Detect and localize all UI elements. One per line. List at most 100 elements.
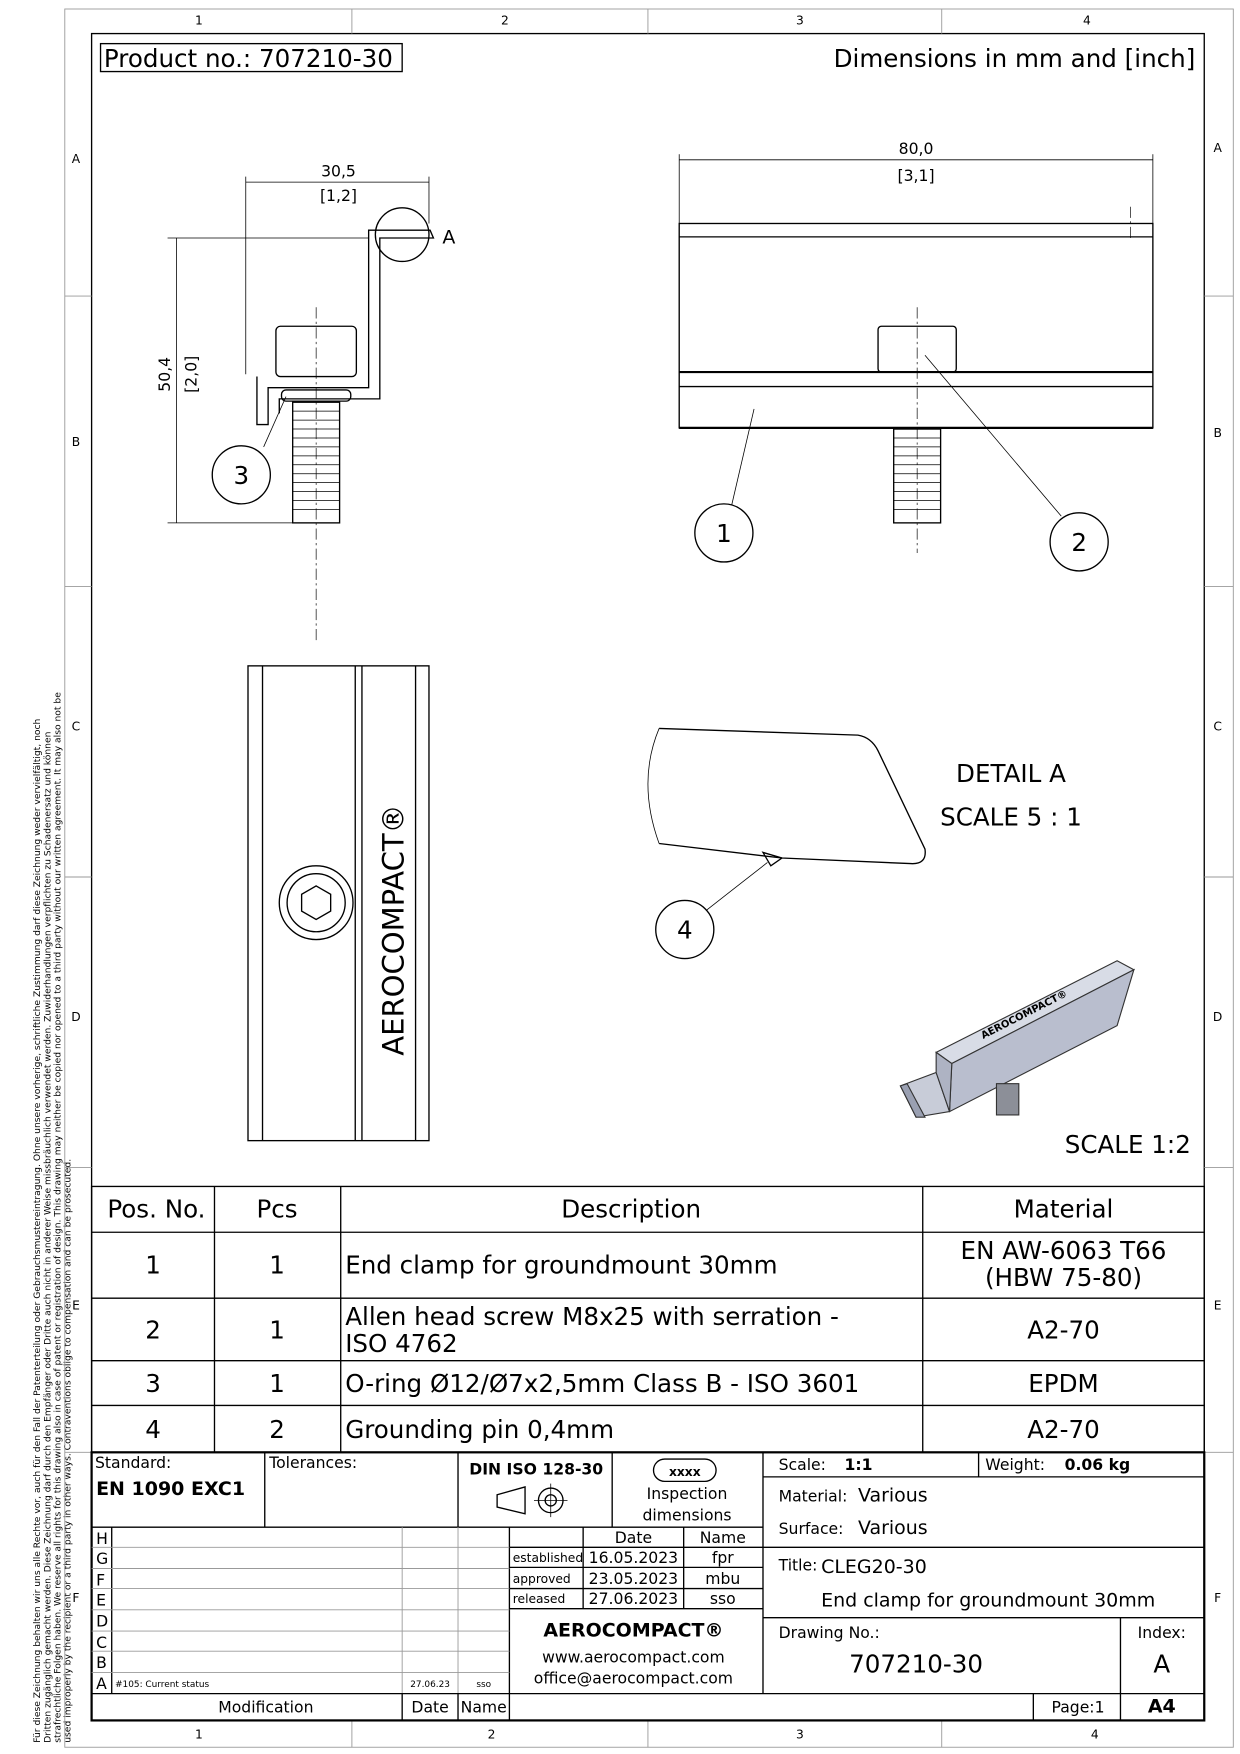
top-view: AEROCOMPACT® bbox=[247, 665, 430, 1142]
aerocompact-logo: AEROCOMPACT® bbox=[376, 804, 410, 1055]
approval-label: established bbox=[513, 1551, 583, 1565]
desc-cell: Allen head screw M8x25 with serration - bbox=[345, 1302, 839, 1331]
drawing-no-value: 707210-30 bbox=[849, 1649, 983, 1678]
legal-line: Dritten zugänglich gemacht werden. Diese… bbox=[42, 731, 53, 1742]
revision-letter: B bbox=[96, 1653, 107, 1672]
zone-row-label: E bbox=[72, 1298, 80, 1312]
material-label: Material: bbox=[779, 1486, 848, 1505]
pcs-cell: 1 bbox=[269, 1369, 285, 1398]
material-cell: EPDM bbox=[1028, 1369, 1098, 1398]
revision-letter: A bbox=[96, 1674, 107, 1693]
parts-table: Pos. No. Pcs Description Material 1 1 En… bbox=[90, 1185, 1205, 1453]
desc-cell: Grounding pin 0,4mm bbox=[345, 1415, 614, 1444]
revision-name: sso bbox=[476, 1680, 491, 1690]
length-mm: 80,0 bbox=[899, 139, 934, 158]
detail-a-view: 4 DETAIL A SCALE 5 : 1 bbox=[647, 727, 1082, 960]
material-cell: A2-70 bbox=[1027, 1415, 1100, 1444]
zone-row-label: A bbox=[1213, 141, 1222, 155]
balloon-1 bbox=[694, 503, 754, 563]
drawing-subtitle: End clamp for groundmount 30mm bbox=[821, 1589, 1155, 1611]
pos-cell: 1 bbox=[145, 1251, 161, 1280]
balloon-number: 1 bbox=[716, 519, 732, 548]
balloon-number: 4 bbox=[677, 915, 693, 944]
approval-name: sso bbox=[710, 1589, 736, 1608]
balloon-number: 3 bbox=[233, 461, 249, 490]
width-inch: [1,2] bbox=[320, 186, 357, 205]
zone-row-label: B bbox=[72, 435, 80, 449]
detail-title: DETAIL A bbox=[956, 759, 1066, 788]
length-inch: [3,1] bbox=[898, 166, 935, 185]
outer-frame bbox=[64, 8, 1234, 1748]
sheet-format: A4 bbox=[1148, 1696, 1176, 1718]
zone-col-label: 4 bbox=[1091, 1727, 1099, 1741]
zone-col-label: 2 bbox=[488, 1727, 496, 1741]
pos-cell: 4 bbox=[145, 1415, 161, 1444]
material-cell: A2-70 bbox=[1027, 1315, 1100, 1344]
revision-letter: H bbox=[96, 1529, 108, 1548]
zone-col-label: 1 bbox=[195, 1727, 203, 1741]
material-value: Various bbox=[858, 1484, 928, 1506]
legal-line: strafrechtliche Folgen haben. We reserve… bbox=[52, 692, 63, 1743]
clamp-top bbox=[247, 665, 430, 1142]
approval-name: fpr bbox=[712, 1548, 734, 1567]
zone-col-label: 1 bbox=[195, 14, 203, 28]
standard-value: EN 1090 EXC1 bbox=[96, 1478, 245, 1500]
detail-circle bbox=[374, 207, 430, 263]
inspection-badge bbox=[652, 1458, 717, 1483]
zone-row-label: A bbox=[72, 152, 81, 166]
projection-symbol-icon bbox=[496, 1483, 568, 1518]
weight-label: Weight: bbox=[985, 1455, 1045, 1474]
zone-row-label: F bbox=[72, 1591, 79, 1605]
date-label: Date bbox=[411, 1698, 448, 1717]
revision-letter: F bbox=[96, 1570, 105, 1589]
zone-dividers bbox=[64, 8, 1234, 1748]
title-label: Title: bbox=[778, 1556, 818, 1575]
company-email[interactable]: office@aerocompact.com bbox=[534, 1669, 733, 1688]
zone-row-label: D bbox=[71, 1010, 80, 1024]
front-view: 80,0 [3,1] 1 2 bbox=[678, 139, 1154, 572]
zone-labels: 1 2 3 4 1 2 3 4 A B C D E F A B C D E F bbox=[71, 14, 1222, 1742]
table-header: Material bbox=[1014, 1195, 1114, 1224]
din-standard: DIN ISO 128-30 bbox=[469, 1460, 603, 1479]
product-number: Product no.: 707210-30 bbox=[104, 44, 393, 73]
height-inch: [2,0] bbox=[182, 356, 201, 393]
pos-cell: 3 bbox=[145, 1369, 161, 1398]
pcs-cell: 1 bbox=[269, 1251, 285, 1280]
inspection-badge-text: xxxx bbox=[669, 1465, 701, 1479]
pcs-cell: 1 bbox=[269, 1315, 285, 1344]
zone-row-label: D bbox=[1213, 1010, 1222, 1024]
zone-row-label: B bbox=[1213, 426, 1221, 440]
inspection-label: Inspection bbox=[647, 1484, 728, 1503]
table-header: Description bbox=[561, 1195, 701, 1224]
approval-date: 16.05.2023 bbox=[589, 1548, 678, 1567]
units-note: Dimensions in mm and [inch] bbox=[834, 44, 1196, 73]
legal-line: used improperly by the recipient or a th… bbox=[62, 1159, 73, 1743]
drawing-no-label: Drawing No.: bbox=[779, 1623, 880, 1642]
zone-col-label: 3 bbox=[796, 14, 804, 28]
scale-label: Scale: bbox=[779, 1455, 826, 1474]
product-no-box bbox=[99, 42, 403, 73]
company-website[interactable]: www.aerocompact.com bbox=[542, 1647, 725, 1666]
table-header: Pos. No. bbox=[107, 1195, 205, 1224]
tolerances-label: Tolerances: bbox=[268, 1453, 357, 1472]
index-value: A bbox=[1153, 1649, 1170, 1678]
surface-label: Surface: bbox=[779, 1519, 844, 1538]
approval-date-header: Date bbox=[615, 1528, 652, 1547]
drawing-title: CLEG20-30 bbox=[821, 1556, 927, 1578]
index-label: Index: bbox=[1138, 1623, 1186, 1642]
detail-scale: SCALE 5 : 1 bbox=[940, 803, 1082, 832]
balloon-3 bbox=[211, 445, 272, 505]
detail-label: A bbox=[442, 227, 455, 249]
approval-date: 27.06.2023 bbox=[589, 1589, 678, 1608]
revision-letter: C bbox=[96, 1633, 107, 1652]
detail-profile bbox=[659, 727, 926, 865]
company-name: AEROCOMPACT® bbox=[543, 1620, 723, 1642]
balloon-number: 2 bbox=[1071, 528, 1087, 557]
balloon-4 bbox=[655, 899, 715, 960]
zone-row-label: C bbox=[1213, 720, 1222, 734]
modification-label: Modification bbox=[218, 1698, 313, 1717]
desc-cell: ISO 4762 bbox=[345, 1329, 458, 1358]
legal-notice: Für diese Zeichnung behalten wir uns all… bbox=[32, 692, 73, 1743]
surface-value: Various bbox=[858, 1517, 928, 1539]
